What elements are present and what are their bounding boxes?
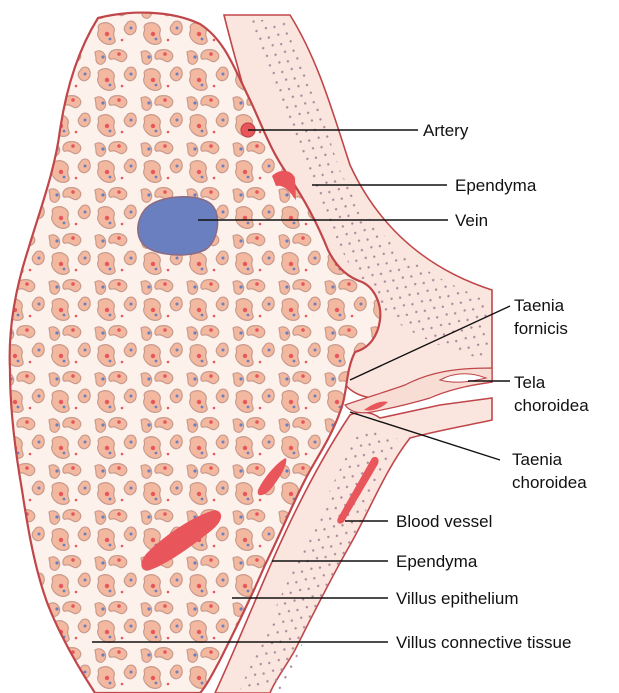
- vein-label: Vein: [455, 211, 488, 230]
- ependyma-bottom-label: Ependyma: [396, 552, 478, 571]
- villus-connective-tissue-label: Villus connective tissue: [396, 633, 571, 652]
- tela-choroidea-label-line2: choroidea: [514, 396, 589, 415]
- tela-choroidea-label-line1: Tela: [514, 373, 546, 392]
- artery-label: Artery: [423, 121, 469, 140]
- taenia-choroidea-label-line2: choroidea: [512, 473, 587, 492]
- taenia-fornicis-label-line2: fornicis: [514, 319, 568, 338]
- blood-vessel-label: Blood vessel: [396, 512, 492, 531]
- villus-epithelium-label: Villus epithelium: [396, 589, 519, 608]
- taenia-choroidea-label-line1: Taenia: [512, 450, 563, 469]
- taenia-fornicis-label-line1: Taenia: [514, 296, 565, 315]
- ependyma-top-label: Ependyma: [455, 176, 537, 195]
- vein-lumen: [138, 197, 218, 255]
